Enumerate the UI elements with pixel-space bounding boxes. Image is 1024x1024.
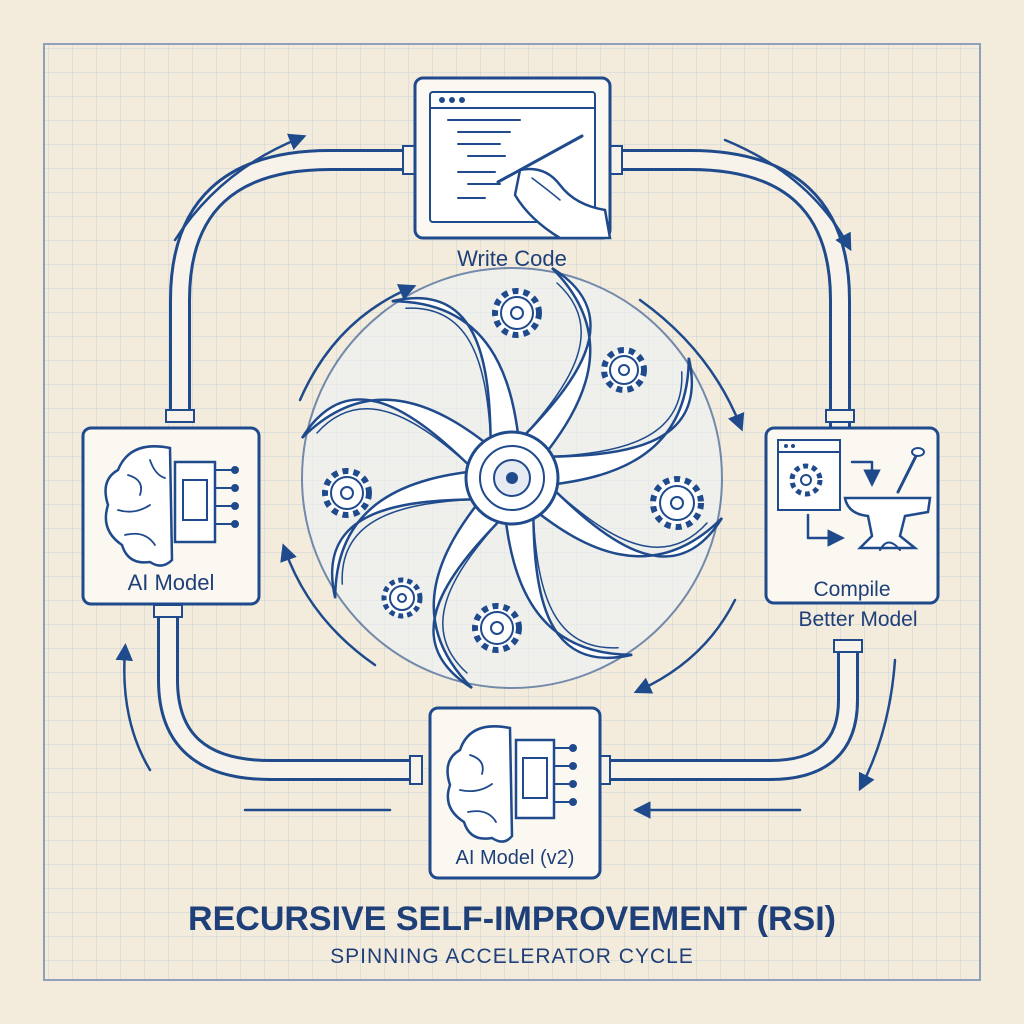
node-ai-model: AI Model — [81, 426, 261, 606]
writing-hand-icon — [496, 134, 612, 240]
node-label-compile: Compile — [813, 578, 890, 601]
turbine-blade — [300, 398, 494, 481]
node-label-ai-model: AI Model — [128, 570, 215, 595]
turbine-blade — [530, 475, 724, 558]
turbine-blade — [432, 496, 515, 690]
outer-flow-arrows — [115, 133, 897, 819]
gear-icon — [492, 288, 542, 338]
brain-chip-icon — [446, 725, 577, 843]
spinning-turbine-icon — [300, 266, 724, 690]
gear-icon — [789, 463, 823, 497]
node-label-ai-model-v2: AI Model (v2) — [456, 847, 575, 869]
gear-icon — [601, 347, 647, 393]
turbine-blade — [509, 266, 592, 460]
gear-icon — [472, 603, 522, 653]
gear-icon — [650, 476, 704, 530]
anvil-icon — [843, 447, 932, 551]
compile-window-icon — [777, 439, 881, 547]
node-label-better-model: Better Model — [798, 608, 917, 631]
pipe-loop — [153, 145, 863, 785]
node-ai-model-v2: AI Model (v2) — [428, 706, 602, 880]
diagram-title: RECURSIVE SELF-IMPROVEMENT (RSI) — [188, 900, 836, 938]
node-compile-better-model: Compile Better Model — [764, 426, 940, 631]
node-write-code: Write Code — [413, 76, 612, 271]
brain-chip-icon — [104, 445, 239, 567]
gear-icon — [381, 577, 423, 619]
diagram-subtitle: SPINNING ACCELERATOR CYCLE — [330, 945, 694, 968]
node-label-write-code: Write Code — [457, 246, 567, 271]
inner-rotation-arrows — [280, 284, 745, 694]
gear-icon — [322, 468, 372, 518]
